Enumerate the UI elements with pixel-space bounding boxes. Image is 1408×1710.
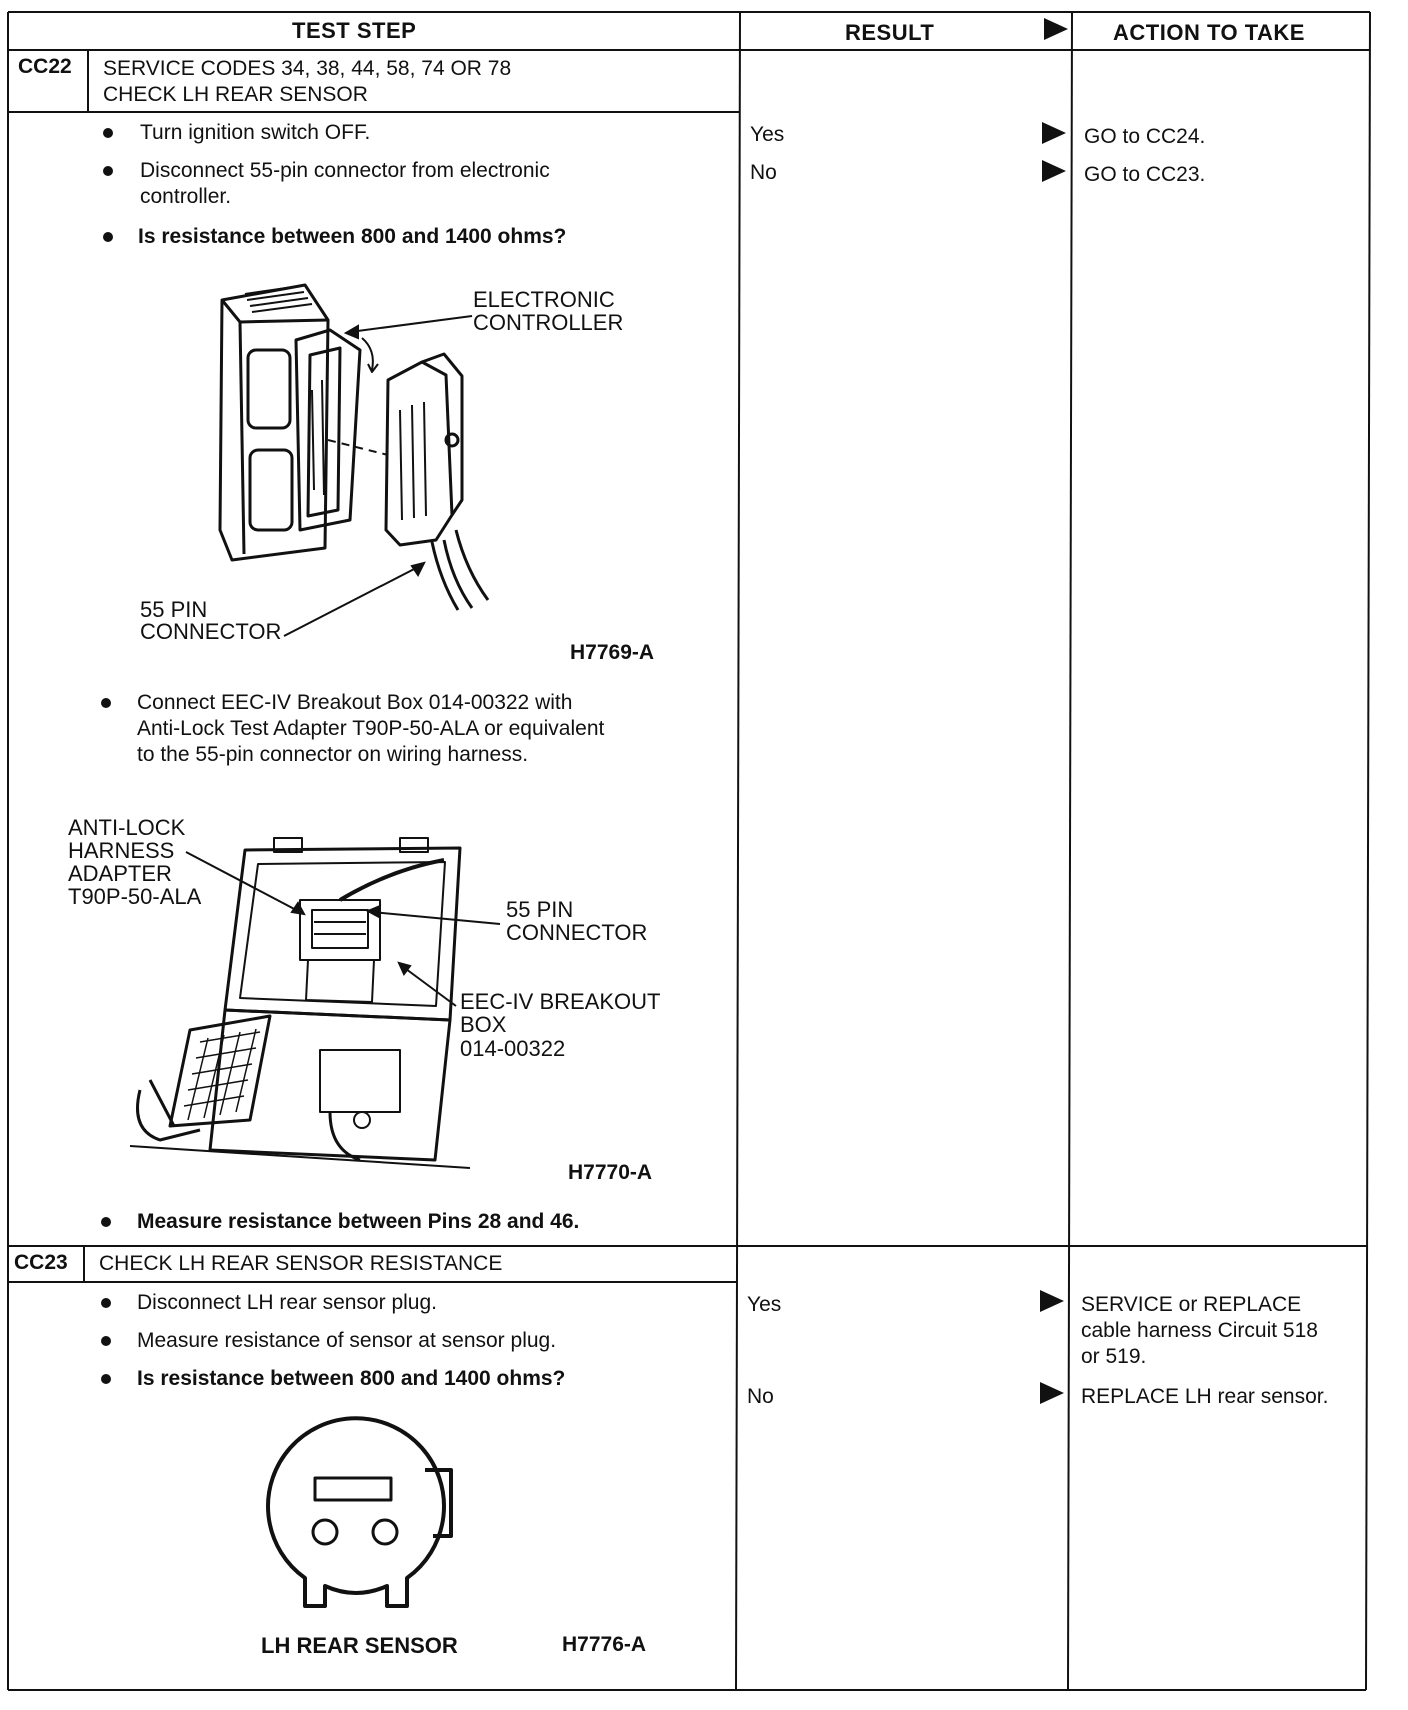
- cc23-step1: Disconnect LH rear sensor plug.: [137, 1291, 437, 1314]
- fig1-id: H7769-A: [570, 641, 655, 664]
- cc22-step4-line2: Anti-Lock Test Adapter T90P-50-ALA or eq…: [137, 717, 605, 740]
- cc22-action-yes: GO to CC24.: [1084, 125, 1206, 148]
- cc22-action-no: GO to CC23.: [1084, 163, 1206, 186]
- bullet-icon: [101, 1336, 111, 1346]
- bullet-icon: [101, 1298, 111, 1308]
- fig2-label-pin-2: CONNECTOR: [506, 920, 648, 945]
- fig2-label-adapter-3: ADAPTER: [68, 861, 172, 886]
- cc23-action-no: REPLACE LH rear sensor.: [1081, 1385, 1329, 1408]
- cc22-step1: Turn ignition switch OFF.: [140, 121, 371, 144]
- cc22-title-line2: CHECK LH REAR SENSOR: [103, 83, 368, 106]
- arrow-right-icon: [1040, 1290, 1064, 1312]
- fig3-label: LH REAR SENSOR: [261, 1633, 458, 1658]
- cc22-step3: Is resistance between 800 and 1400 ohms?: [138, 225, 567, 248]
- cc22-step5: Measure resistance between Pins 28 and 4…: [137, 1210, 580, 1233]
- cc22-step4-line1: Connect EEC-IV Breakout Box 014-00322 wi…: [137, 691, 573, 714]
- cc23-action-yes-line1: SERVICE or REPLACE: [1081, 1293, 1302, 1316]
- header-test-step: TEST STEP: [292, 18, 417, 43]
- fig1-label-controller-1: ELECTRONIC: [473, 287, 615, 312]
- fig2-label-pin-1: 55 PIN: [506, 897, 574, 922]
- leader-lines-fig1: [283, 315, 473, 637]
- fig2-id: H7770-A: [568, 1161, 653, 1184]
- cc23-result-yes: Yes: [747, 1293, 782, 1316]
- fig1-label-connector-2: CONNECTOR: [140, 619, 282, 644]
- bullet-icon: [101, 1217, 111, 1227]
- breakout-box-illustration: [130, 837, 470, 1169]
- cc23-code: CC23: [14, 1251, 68, 1274]
- fig2-label-adapter-4: T90P-50-ALA: [68, 884, 202, 909]
- fig2-label-box-1: EEC-IV BREAKOUT: [460, 989, 661, 1014]
- cc22-result-yes: Yes: [750, 123, 785, 146]
- fig2-label-box-2: BOX: [460, 1012, 507, 1037]
- cc22-step4-line3: to the 55-pin connector on wiring harnes…: [137, 743, 529, 766]
- cc22-title-line1: SERVICE CODES 34, 38, 44, 58, 74 OR 78: [103, 57, 512, 80]
- fig3-id: H7776-A: [562, 1633, 647, 1656]
- arrow-right-icon: [1042, 160, 1066, 182]
- cc23-action-yes-line3: or 519.: [1081, 1345, 1147, 1368]
- lh-rear-sensor-illustration: [266, 1416, 453, 1608]
- cc22-result-no: No: [750, 161, 777, 184]
- cc22-step2-line2: controller.: [140, 185, 232, 208]
- bullet-icon: [101, 1374, 111, 1384]
- bullet-icon: [103, 128, 113, 138]
- bullet-icon: [103, 232, 113, 242]
- cc23-step3: Is resistance between 800 and 1400 ohms?: [137, 1367, 566, 1390]
- header-arrow-icon: [1044, 18, 1068, 40]
- fig1-label-controller-2: CONTROLLER: [473, 310, 624, 335]
- fig2-label-adapter-1: ANTI-LOCK: [68, 815, 186, 840]
- arrow-right-icon: [1042, 122, 1066, 144]
- bullet-icon: [101, 698, 111, 708]
- header-action: ACTION TO TAKE: [1113, 20, 1305, 45]
- fig2-label-adapter-2: HARNESS: [68, 838, 175, 863]
- cc23-step2: Measure resistance of sensor at sensor p…: [137, 1329, 557, 1352]
- header-result: RESULT: [845, 20, 935, 45]
- bullet-icon: [103, 166, 113, 176]
- cc23-action-yes-line2: cable harness Circuit 518: [1081, 1319, 1318, 1342]
- electronic-controller-illustration: [218, 283, 490, 611]
- arrow-right-icon: [1040, 1382, 1064, 1404]
- leader-lines-fig2: [185, 851, 501, 1007]
- cc22-step2-line1: Disconnect 55-pin connector from electro…: [140, 159, 550, 182]
- fig1-label-connector-1: 55 PIN: [140, 597, 208, 622]
- cc22-code: CC22: [18, 55, 72, 78]
- cc23-title: CHECK LH REAR SENSOR RESISTANCE: [99, 1252, 503, 1275]
- cc23-result-no: No: [747, 1385, 774, 1408]
- fig2-label-box-3: 014-00322: [460, 1036, 566, 1061]
